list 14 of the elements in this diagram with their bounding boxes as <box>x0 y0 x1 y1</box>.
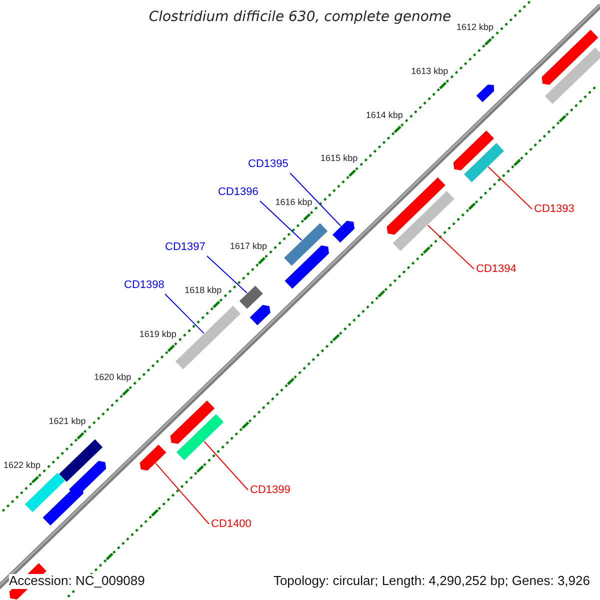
position-label: 1619 kbp <box>138 328 178 339</box>
accession-label: Accession: NC_009089 <box>9 574 145 589</box>
position-label: 1612 kbp <box>455 22 494 32</box>
position-label: 1616 kbp <box>274 197 314 208</box>
position-label: 1617 kbp <box>228 241 268 252</box>
position-label: 1621 kbp <box>48 416 87 427</box>
position-label: 1618 kbp <box>184 284 223 296</box>
position-label: 1620 kbp <box>93 372 132 383</box>
genome-stats-label: Topology: circular; Length: 4,290,252 bp; Genes: 3,926 <box>273 574 590 589</box>
position-label: 1613 kbp <box>410 66 450 76</box>
position-label: 1622 kbp <box>2 460 42 470</box>
position-label: 1614 kbp <box>364 110 404 120</box>
map-title: Clostridium difficile 630, complete genome <box>148 9 452 26</box>
position-label: 1615 kbp <box>320 153 359 164</box>
